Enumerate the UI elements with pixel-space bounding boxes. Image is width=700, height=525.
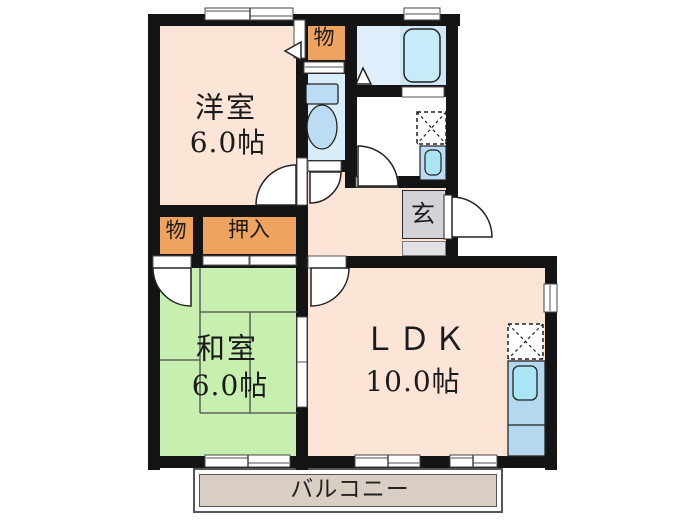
ldk-label: ＬＤＫ xyxy=(363,320,469,358)
balcony-label: バルコニー xyxy=(290,476,410,503)
fusuma-panel xyxy=(296,361,308,408)
wall xyxy=(346,256,557,268)
room-ldk xyxy=(308,268,545,456)
balcony-floor xyxy=(199,474,497,507)
window xyxy=(543,283,558,313)
wall xyxy=(446,237,458,262)
kitchen-sink-icon xyxy=(512,365,538,401)
wall xyxy=(193,207,203,254)
toilet-icon xyxy=(305,83,339,150)
ldk-door-arc xyxy=(310,267,350,307)
wall xyxy=(345,14,357,188)
kitchen-counter-icon xyxy=(507,360,546,457)
storage-upper-label: 物 xyxy=(313,25,335,50)
bath-door-arrow-icon xyxy=(354,66,373,85)
japanese-room-doorway xyxy=(152,255,192,269)
closet-sliding-door xyxy=(202,255,250,266)
western-room-size: 6.0帖 xyxy=(189,126,267,159)
wall xyxy=(148,14,160,470)
refrigerator-space-icon xyxy=(507,323,544,360)
balcony xyxy=(193,468,503,513)
window xyxy=(303,61,345,74)
toilet-door-arc xyxy=(309,171,342,204)
bathtub-icon xyxy=(400,26,446,85)
japanese-room-size: 6.0帖 xyxy=(191,369,269,402)
bath-sliding-door xyxy=(401,86,445,98)
entrance-label: 玄 xyxy=(411,200,435,228)
japanese-room-door-arc xyxy=(152,267,192,307)
tatami-lines xyxy=(160,268,298,414)
washbasin-icon xyxy=(419,145,447,181)
entrance-door-leaf xyxy=(443,194,453,240)
window xyxy=(204,7,294,21)
wall xyxy=(148,205,296,217)
wall xyxy=(446,14,458,197)
storage-door-arrow-icon xyxy=(283,40,302,62)
closet-sliding-door xyxy=(249,255,297,266)
western-room-doorway xyxy=(296,157,308,206)
washroom-door-arc xyxy=(357,145,399,187)
japanese-room-label: 和室 xyxy=(195,331,259,366)
window xyxy=(403,7,441,21)
window xyxy=(449,454,498,468)
fusuma-panel xyxy=(296,316,308,363)
window xyxy=(354,454,421,468)
closet-label: 押入 xyxy=(228,217,270,242)
storage-left-label: 物 xyxy=(165,218,187,243)
western-room-label: 洋室 xyxy=(194,90,258,125)
entrance-door-arc xyxy=(451,196,493,238)
ldk-size: 10.0帖 xyxy=(365,365,461,398)
western-room-door-arc xyxy=(255,164,297,206)
window xyxy=(204,454,291,468)
entrance-step xyxy=(402,241,446,256)
toilet-doorway xyxy=(307,160,342,172)
washing-machine-space-icon xyxy=(416,111,447,145)
ldk-doorway xyxy=(307,255,347,269)
